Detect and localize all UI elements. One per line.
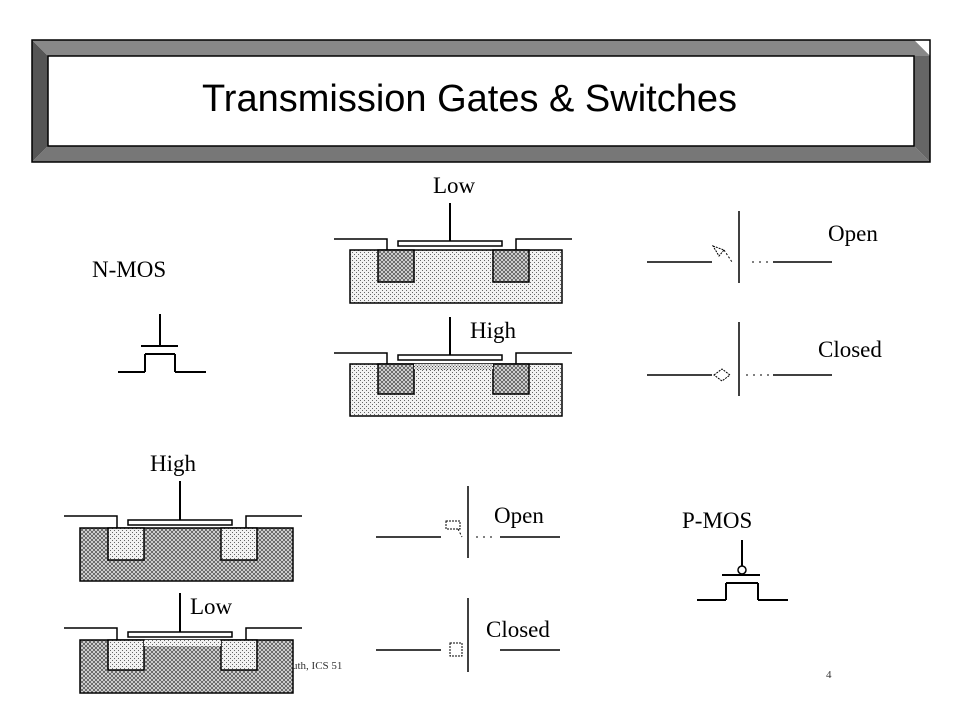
title-frame-bevel-top <box>32 40 930 56</box>
nmos-gate-high-label: High <box>470 318 517 343</box>
title-frame-panel <box>47 55 915 147</box>
pmos-switch-open-label: Open <box>494 503 544 528</box>
nmos-switch-closed <box>647 322 832 396</box>
nmos-gate-low-label: Low <box>433 173 476 198</box>
nmos-cross-section-high <box>334 317 572 417</box>
title-frame-outline <box>31 39 931 163</box>
title-frame-bevel-bottom <box>32 146 930 162</box>
page-title: Transmission Gates & Switches <box>202 78 737 120</box>
nmos-switch-closed-label: Closed <box>818 337 882 362</box>
nmos-symbol <box>118 314 206 373</box>
pmos-gate-high-label: High <box>150 451 197 476</box>
pmos-switch-closed <box>376 598 560 672</box>
nmos-cross-section-low <box>334 203 572 304</box>
pmos-gate-low-label: Low <box>190 594 233 619</box>
title-frame-bevel-left <box>32 40 48 162</box>
pmos-cross-section-high <box>64 481 302 582</box>
pmos-switch-open <box>376 486 560 558</box>
nmos-switch-open-label: Open <box>828 221 878 246</box>
pmos-switch-closed-label: Closed <box>486 617 550 642</box>
nmos-switch-open <box>647 211 832 283</box>
title-frame <box>31 39 931 163</box>
pmos-label: P-MOS <box>682 508 752 533</box>
page-number: 4 <box>826 669 832 681</box>
nmos-label: N-MOS <box>92 257 166 282</box>
title-frame-bevel-right <box>914 40 930 162</box>
pmos-cross-section-low <box>64 593 302 694</box>
pmos-symbol <box>697 540 788 601</box>
footer-text: uth, ICS 51 <box>292 660 342 672</box>
